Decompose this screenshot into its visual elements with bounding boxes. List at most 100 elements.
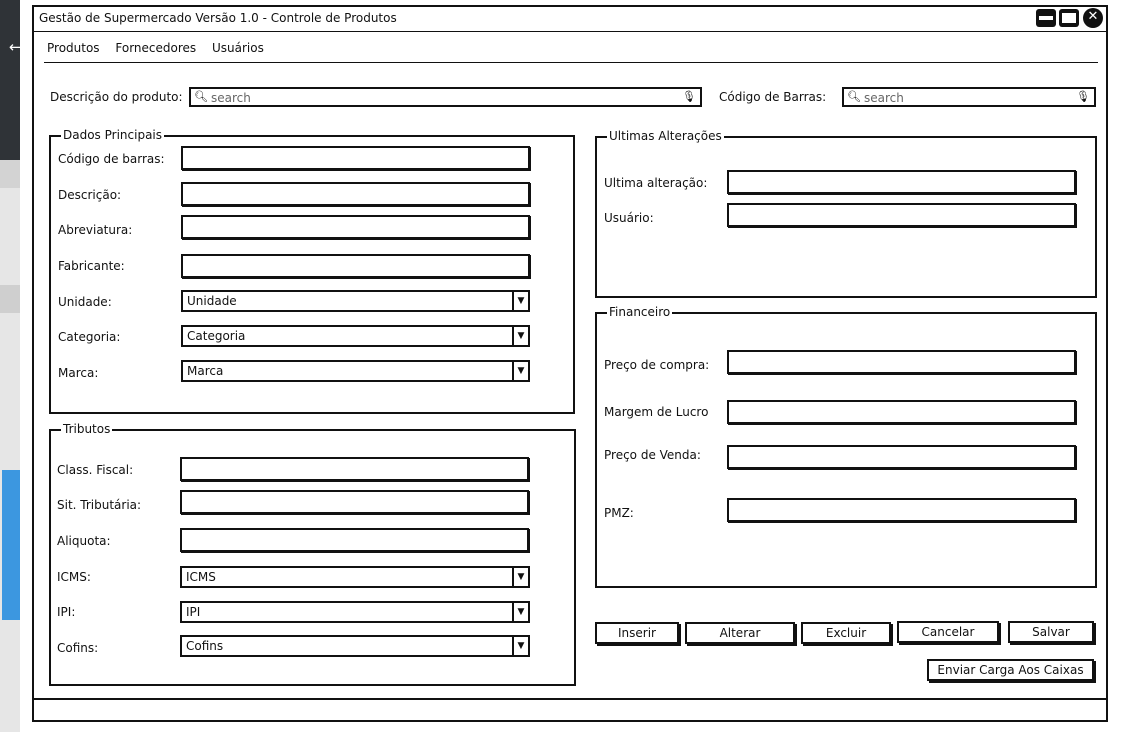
minimize-button[interactable] xyxy=(1036,9,1056,27)
inserir-button[interactable]: Inserir xyxy=(595,622,679,644)
product-search-label: Descrição do produto: xyxy=(50,90,183,104)
pmz-input[interactable] xyxy=(729,500,1074,520)
financeiro-legend: Financeiro xyxy=(607,305,673,319)
maximize-icon xyxy=(1062,13,1076,23)
icms-value: ICMS xyxy=(186,570,216,584)
chevron-down-icon[interactable]: ▼ xyxy=(512,292,528,310)
aliquota-field[interactable] xyxy=(180,528,529,552)
back-arrow-icon: ← xyxy=(9,38,22,56)
ultima-alteracao-input[interactable] xyxy=(729,172,1074,192)
status-bar xyxy=(34,698,1106,720)
preco-compra-input[interactable] xyxy=(729,352,1074,372)
cancelar-button[interactable]: Cancelar xyxy=(897,621,999,643)
salvar-button[interactable]: Salvar xyxy=(1008,621,1094,643)
close-button[interactable]: ✕ xyxy=(1083,8,1103,28)
marca-label: Marca: xyxy=(58,366,99,380)
barcode-search-box: 🔍︎ 🎙︎ xyxy=(842,87,1096,107)
preco-compra-label: Preço de compra: xyxy=(604,358,710,372)
excluir-button[interactable]: Excluir xyxy=(801,622,891,644)
enviar-carga-button[interactable]: Enviar Carga Aos Caixas xyxy=(927,659,1094,681)
class-fiscal-label: Class. Fiscal: xyxy=(57,463,134,477)
title-bar: Gestão de Supermercado Versão 1.0 - Cont… xyxy=(34,7,1106,32)
icms-label: ICMS: xyxy=(57,570,91,584)
categoria-value: Categoria xyxy=(187,329,246,343)
sit-tributaria-label: Sit. Tributária: xyxy=(57,498,142,512)
preco-compra-field[interactable] xyxy=(727,350,1076,374)
marca-select[interactable]: Marca ▼ xyxy=(181,360,530,382)
tributos-legend: Tributos xyxy=(61,422,113,436)
chevron-down-icon[interactable]: ▼ xyxy=(512,637,528,655)
aliquota-input[interactable] xyxy=(182,530,527,550)
abreviatura-label: Abreviatura: xyxy=(58,223,133,237)
descricao-field[interactable] xyxy=(181,182,530,206)
chevron-down-icon[interactable]: ▼ xyxy=(512,362,528,380)
window-title: Gestão de Supermercado Versão 1.0 - Cont… xyxy=(39,11,397,25)
maximize-button[interactable] xyxy=(1059,9,1079,27)
background-dark-panel: ← xyxy=(0,0,22,160)
search-icon: 🔍︎ xyxy=(194,90,208,103)
alterar-button[interactable]: Alterar xyxy=(685,622,795,644)
financeiro-group: Financeiro xyxy=(595,305,1097,588)
menu-item-produtos[interactable]: Produtos xyxy=(47,41,100,55)
aliquota-label: Aliquota: xyxy=(57,534,111,548)
menu-bar: Produtos Fornecedores Usuários xyxy=(47,41,276,55)
cofins-select[interactable]: Cofins ▼ xyxy=(180,635,530,657)
ultima-alteracao-label: Ultima alteração: xyxy=(604,176,708,190)
sit-tributaria-field[interactable] xyxy=(180,490,529,514)
menu-item-usuarios[interactable]: Usuários xyxy=(212,41,264,55)
descricao-input[interactable] xyxy=(183,184,528,204)
ultimas-alteracoes-legend: Ultimas Alterações xyxy=(607,129,724,143)
ipi-value: IPI xyxy=(186,605,201,619)
ultimas-alteracoes-group: Ultimas Alterações xyxy=(595,129,1097,298)
microphone-icon[interactable]: 🎙︎ xyxy=(682,90,696,103)
barcode-search-label: Código de Barras: xyxy=(719,90,827,104)
cofins-label: Cofins: xyxy=(57,641,99,655)
unidade-select[interactable]: Unidade ▼ xyxy=(181,290,530,312)
microphone-icon[interactable]: 🎙︎ xyxy=(1076,90,1090,103)
sit-tributaria-input[interactable] xyxy=(182,492,527,512)
background-light-panel xyxy=(0,160,20,188)
background-blue-panel xyxy=(2,470,20,620)
fabricante-field[interactable] xyxy=(181,254,530,278)
class-fiscal-input[interactable] xyxy=(182,459,527,479)
preco-venda-field[interactable] xyxy=(727,445,1076,469)
usuario-field[interactable] xyxy=(727,203,1076,227)
fabricante-input[interactable] xyxy=(183,256,528,276)
menu-item-fornecedores[interactable]: Fornecedores xyxy=(115,41,197,55)
unidade-value: Unidade xyxy=(187,294,237,308)
abreviatura-input[interactable] xyxy=(183,217,528,237)
chevron-down-icon[interactable]: ▼ xyxy=(512,568,528,586)
menu-divider xyxy=(44,62,1098,63)
ipi-select[interactable]: IPI ▼ xyxy=(180,601,530,623)
barcode-search-input[interactable] xyxy=(862,90,1066,106)
product-search-box: 🔍︎ 🎙︎ xyxy=(189,87,702,107)
chevron-down-icon[interactable]: ▼ xyxy=(512,603,528,621)
descricao-label: Descrição: xyxy=(58,188,122,202)
pmz-field[interactable] xyxy=(727,498,1076,522)
codigo-barras-input[interactable] xyxy=(183,148,528,168)
tributos-group: Tributos xyxy=(49,422,576,686)
ultima-alteracao-field[interactable] xyxy=(727,170,1076,194)
pmz-label: PMZ: xyxy=(604,506,634,520)
chevron-down-icon[interactable]: ▼ xyxy=(512,327,528,345)
preco-venda-input[interactable] xyxy=(729,447,1074,467)
fabricante-label: Fabricante: xyxy=(58,259,125,273)
search-icon: 🔍︎ xyxy=(847,90,861,103)
background-mid-panel xyxy=(0,285,20,313)
margem-lucro-field[interactable] xyxy=(727,400,1076,424)
marca-value: Marca xyxy=(187,364,224,378)
cofins-value: Cofins xyxy=(186,639,224,653)
close-icon: ✕ xyxy=(1087,9,1099,24)
categoria-select[interactable]: Categoria ▼ xyxy=(181,325,530,347)
icms-select[interactable]: ICMS ▼ xyxy=(180,566,530,588)
codigo-barras-field[interactable] xyxy=(181,146,530,170)
dados-principais-group: Dados Principais xyxy=(49,128,575,414)
margem-lucro-input[interactable] xyxy=(729,402,1074,422)
minimize-icon xyxy=(1039,16,1053,20)
abreviatura-field[interactable] xyxy=(181,215,530,239)
usuario-input[interactable] xyxy=(729,205,1074,225)
preco-venda-label: Preço de Venda: xyxy=(604,448,701,462)
class-fiscal-field[interactable] xyxy=(180,457,529,481)
product-search-input[interactable] xyxy=(209,90,621,106)
margem-lucro-label: Margem de Lucro xyxy=(604,405,709,419)
